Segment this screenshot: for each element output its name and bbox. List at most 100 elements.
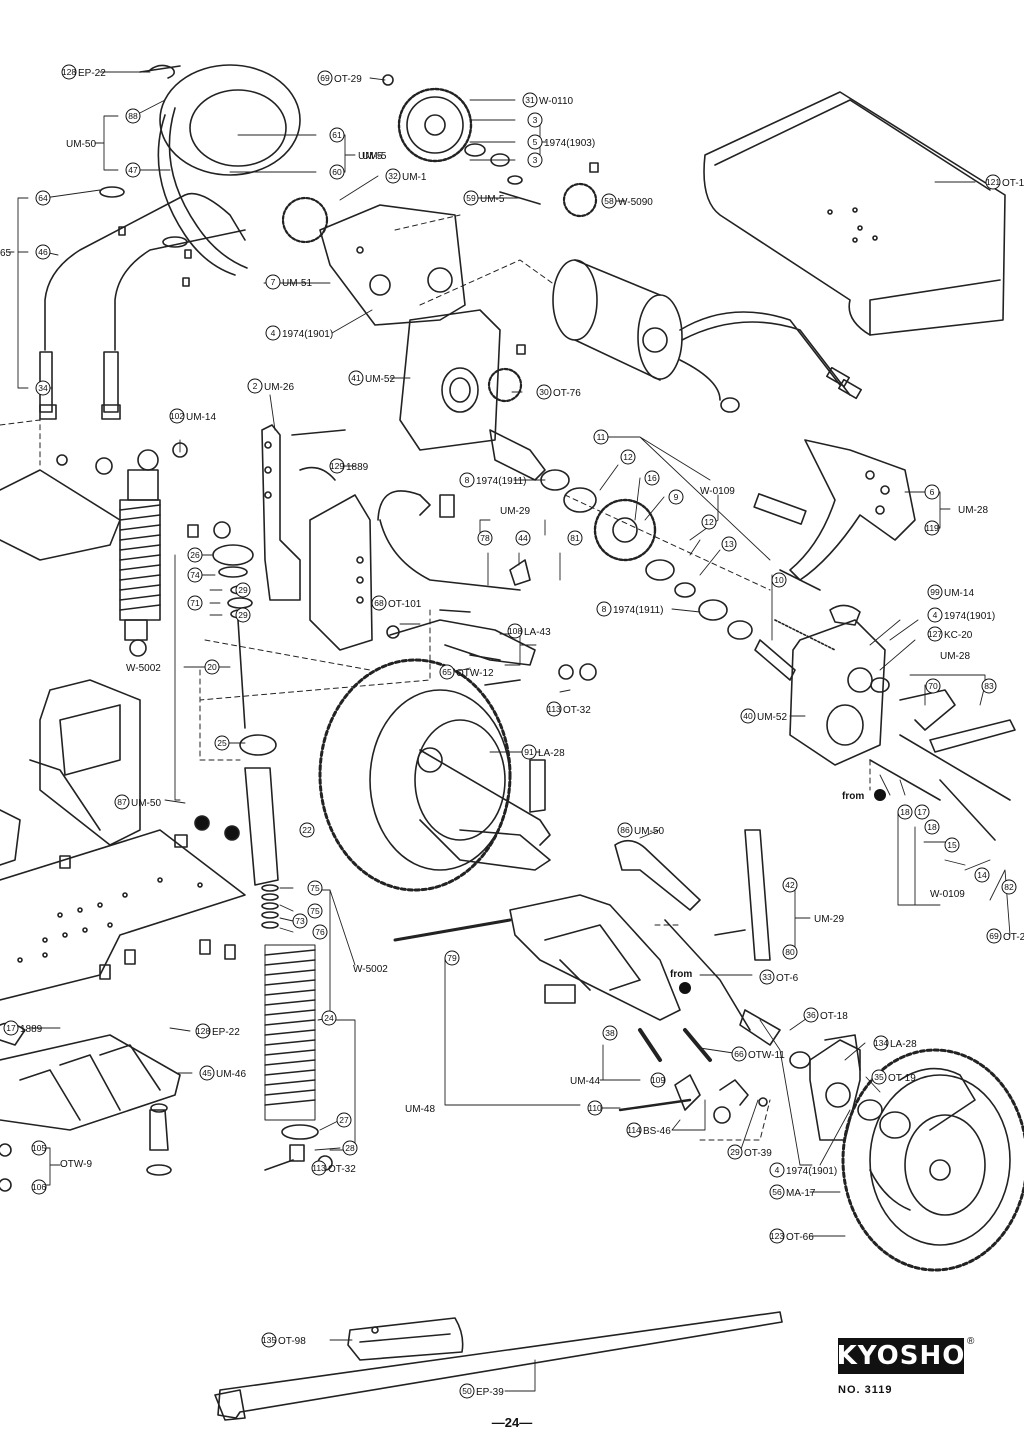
battery-strap-part: [214, 1311, 783, 1421]
callout-c114: 65: [0, 248, 12, 259]
callout-text: OT-76: [553, 388, 581, 399]
callout-text: 1889: [346, 462, 369, 473]
suspension-mount-block: [29, 679, 141, 846]
callout-number-badge: [924, 484, 940, 500]
callout-number-badge: [587, 1100, 603, 1116]
callout-number: 61: [332, 130, 342, 140]
callout-number-badge: [771, 572, 787, 588]
callout-number: 12: [704, 517, 714, 527]
callout-number: 88: [128, 111, 138, 121]
callout-number-badge: [593, 429, 609, 445]
callout-text: 1974(1901): [282, 329, 333, 340]
rear-bulkhead-part: [789, 604, 1016, 841]
callout-number: 34: [38, 383, 48, 393]
callout-number-badge: [187, 595, 203, 611]
callout-number: 58: [604, 196, 614, 206]
callout-number-badge: [521, 744, 537, 760]
alignment-dashes: [0, 214, 871, 1141]
callout-c67: 17: [914, 804, 930, 820]
callout-number: 9: [674, 492, 679, 502]
callout-number-badge: [927, 584, 943, 600]
callout-number: 128: [62, 67, 76, 77]
callout-number-badge: [114, 794, 130, 810]
callout-text: OT-6: [776, 973, 799, 984]
callout-number-badge: [701, 514, 717, 530]
rear-wheel-part: [841, 1048, 1024, 1272]
callout-c43: 71: [187, 595, 203, 611]
callout-number: 60: [332, 167, 342, 177]
callout-number: 86: [620, 825, 630, 835]
callout-number: 14: [977, 870, 987, 880]
callout-number-badge: [35, 380, 51, 396]
callout-number-badge: [601, 193, 617, 209]
callout-text: UM-26: [264, 382, 294, 393]
callout-number: 76: [315, 927, 325, 937]
callout-c54: 83: [981, 678, 997, 694]
callout-number-badge: [782, 877, 798, 893]
callout-number: 64: [38, 193, 48, 203]
callout-c7: 88: [125, 108, 141, 124]
callout-number: 108: [508, 626, 522, 636]
callout-number: 24: [324, 1013, 334, 1023]
callout-number-badge: [444, 950, 460, 966]
callout-c34: UM-28: [958, 505, 988, 516]
callout-number: 42: [785, 880, 795, 890]
callout-text: 1974(1901): [786, 1166, 837, 1177]
callout-number: 6: [930, 487, 935, 497]
callout-number: 56: [772, 1187, 782, 1197]
callout-number: 44: [518, 533, 528, 543]
callout-number-badge: [803, 1007, 819, 1023]
callout-c74: 22: [299, 822, 315, 838]
callout-c106: 28: [342, 1140, 358, 1156]
callout-c53: 70: [925, 678, 941, 694]
callout-text: from: [842, 791, 864, 802]
callout-c23: 34: [35, 380, 51, 396]
callout-text: W-0109: [700, 486, 735, 497]
callout-number-badge: [873, 1035, 889, 1051]
callout-text: OT-29: [1003, 932, 1024, 943]
callout-c104: 106: [31, 1179, 47, 1195]
callout-number: 75: [310, 906, 320, 916]
callout-c98: UM-48: [405, 1104, 435, 1115]
callout-c30: 16: [644, 470, 660, 486]
callout-text: 1974(1911): [613, 605, 663, 616]
gear-case-part: [399, 309, 526, 451]
callout-number-badge: [329, 127, 345, 143]
callout-number-badge: [871, 1069, 887, 1085]
callout-c102: 105: [31, 1140, 47, 1156]
callout-number-badge: [35, 190, 51, 206]
callout-number: 22: [302, 825, 312, 835]
callout-number: 119: [925, 523, 939, 533]
callout-text: UM-28: [958, 505, 988, 516]
servo-saver-part: [377, 490, 597, 686]
motor-mount-plate: [753, 439, 916, 591]
callout-text: OT-32: [563, 705, 591, 716]
callout-number-badge: [312, 924, 328, 940]
callout-number: 50: [462, 1386, 472, 1396]
callout-c36: UM-29: [500, 506, 530, 517]
callout-number: 4: [271, 328, 276, 338]
callout-c65: from: [842, 791, 864, 802]
callout-c76: 42: [782, 877, 798, 893]
callout-number-badge: [61, 64, 77, 80]
under-guard-plate: [0, 1022, 181, 1131]
callout-text: OT-18: [820, 1011, 848, 1022]
callout-c79: 75: [307, 880, 323, 896]
callout-text: 1974(1901): [944, 611, 995, 622]
callout-text: LA-43: [524, 627, 551, 638]
model-number: NO. 3119: [838, 1384, 893, 1396]
callout-number: 83: [984, 681, 994, 691]
